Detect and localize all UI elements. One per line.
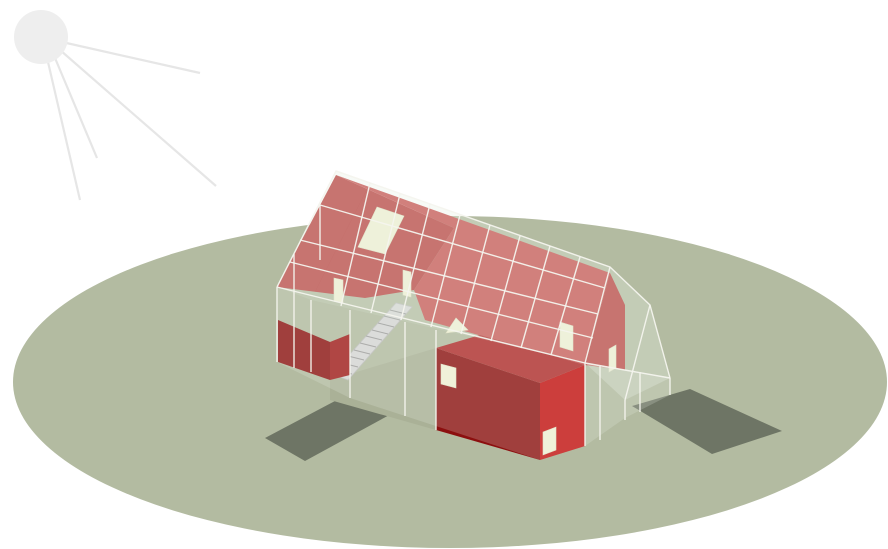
sun-rays [48,42,216,200]
sun-ray [48,62,80,200]
sun-icon [14,10,68,64]
sun-ray [55,58,97,158]
sun-group [14,10,216,200]
